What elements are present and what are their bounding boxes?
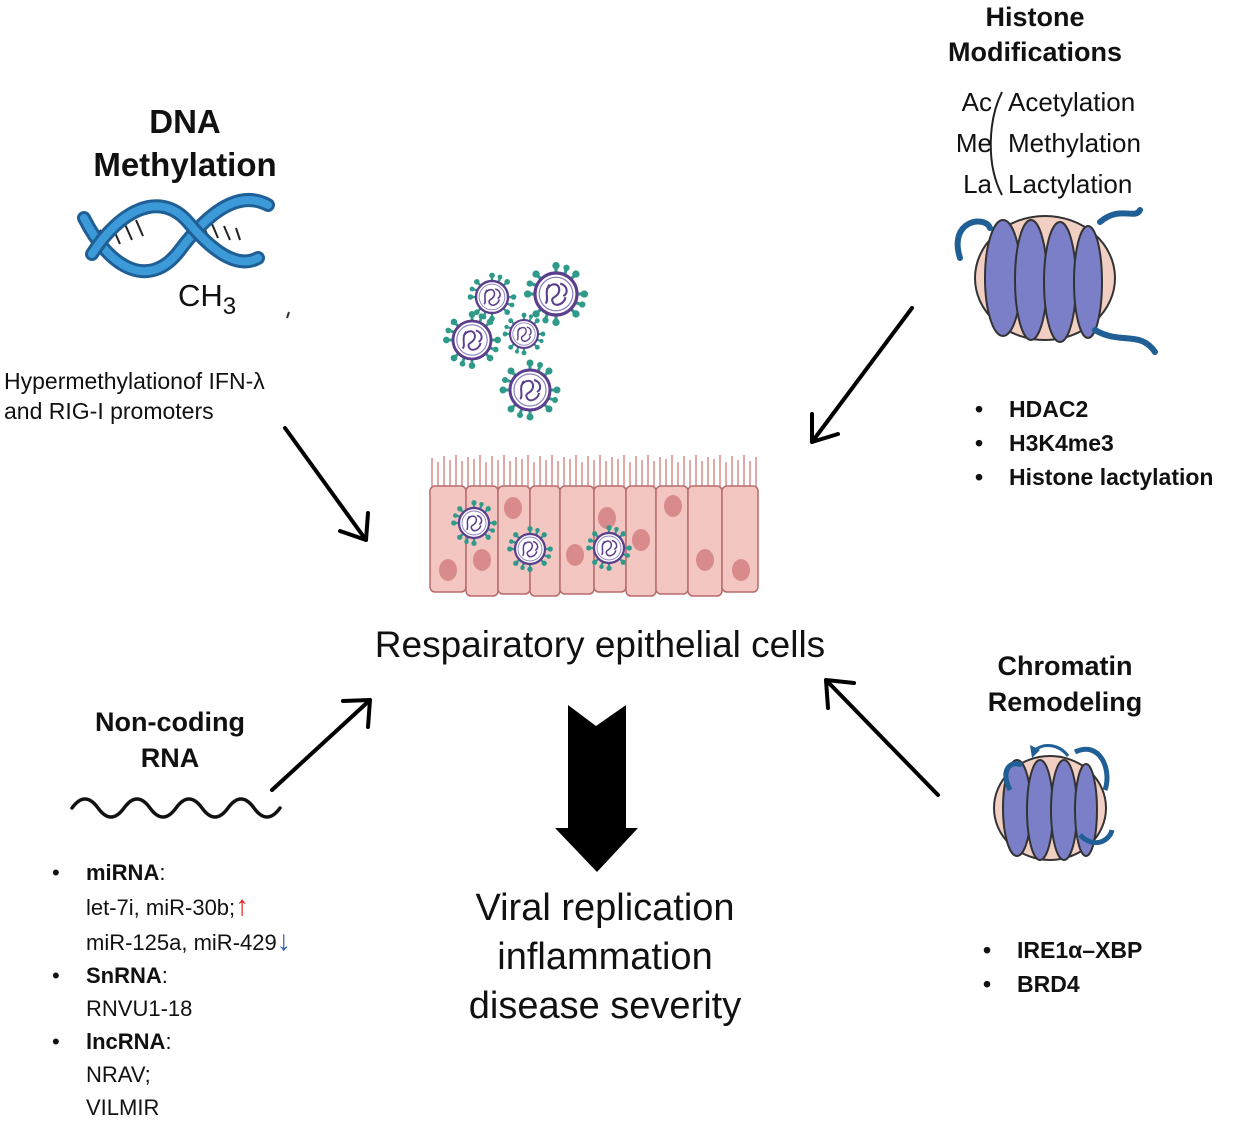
- ch3-text: CH: [178, 278, 223, 313]
- up-arrow-icon: ↑: [235, 890, 250, 921]
- histone-name-lactylation: Lactylation: [1008, 169, 1133, 199]
- histone-bullet-item: Histone lactylation: [975, 460, 1253, 494]
- tick-mark: [286, 311, 290, 319]
- mirna-line1: let-7i, miR-30b;↑: [52, 889, 392, 924]
- chromatin-bullet-item: IRE1α–XBP: [983, 933, 1233, 967]
- histone-title-line2: Modifications: [948, 37, 1122, 67]
- dna-desc-line2: and RIG-I promoters: [4, 398, 214, 424]
- histone-abbr-ac: Ac: [961, 87, 992, 117]
- histone-bracket: [989, 91, 1003, 196]
- mirna-label: miRNA: [86, 860, 160, 885]
- dna-title-line1: DNA: [149, 103, 221, 140]
- big-down-arrow: [555, 705, 638, 872]
- lncrna-line1: NRAV;: [86, 1062, 151, 1087]
- lncrna-label: lncRNA: [86, 1029, 166, 1054]
- mirna-line2: miR-125a, miR-429↓: [52, 924, 392, 959]
- histone-bullet-item: HDAC2: [975, 392, 1253, 426]
- histone-name-methylation: Methylation: [1008, 128, 1141, 158]
- chromatin-bullet-item: BRD4: [983, 967, 1233, 1001]
- rna-wave-icon: [70, 797, 282, 819]
- chromatin-title-line2: Remodeling: [987, 687, 1143, 717]
- histone-bullet-list: HDAC2 H3K4me3 Histone lactylation: [975, 392, 1253, 494]
- chromatin-title-line1: Chromatin: [997, 651, 1133, 681]
- dna-desc-line1: Hypermethylationof IFN-λ: [4, 368, 265, 394]
- snrna-item: • SnRNA:: [52, 959, 392, 992]
- ch3-label: CH3: [178, 278, 236, 325]
- chromatin-nucleosome-icon: [993, 743, 1115, 861]
- bullet-dot: •: [52, 860, 60, 885]
- histone-abbr-la: La: [963, 169, 992, 199]
- mirna-up-list: let-7i, miR-30b;: [86, 895, 236, 920]
- arrow-ncrna-to-cells: [270, 698, 372, 792]
- chromatin-remodeling-title: Chromatin Remodeling: [945, 648, 1185, 720]
- histone-abbr-me: Me: [955, 128, 992, 158]
- nucleosome-icon: [954, 207, 1158, 355]
- dna-helix-icon: [77, 193, 275, 279]
- mirna-item: • miRNA:: [52, 856, 392, 889]
- ncrna-title-line2: RNA: [140, 743, 200, 773]
- histone-title-line1: Histone: [985, 2, 1085, 32]
- dna-methylation-title: DNA Methylation: [60, 100, 310, 186]
- arrow-dna-to-cells: [283, 426, 370, 542]
- histone-modifications-title: Histone Modifications: [905, 0, 1165, 70]
- epithelial-cells-label: Respairatory epithelial cells: [374, 624, 826, 665]
- outcome-text: Viral replication inflammation disease s…: [405, 884, 805, 1031]
- chromatin-bullet-list: IRE1α–XBP BRD4: [983, 933, 1233, 1001]
- down-arrow-icon: ↓: [276, 925, 291, 956]
- dna-methylation-description: Hypermethylationof IFN-λ and RIG-I promo…: [4, 366, 334, 426]
- arrow-chromatin-to-cells: [824, 678, 940, 797]
- ncrna-list: • miRNA: let-7i, miR-30b;↑ miR-125a, miR…: [52, 856, 392, 1124]
- lncrna-item: • lncRNA:: [52, 1025, 392, 1058]
- outcome-line3: disease severity: [468, 985, 742, 1027]
- bullet-dot: •: [52, 1029, 60, 1054]
- dna-title-line2: Methylation: [93, 146, 277, 183]
- snrna-line1: RNVU1-18: [86, 996, 193, 1021]
- arrow-histone-to-cells: [810, 306, 914, 444]
- outcome-line2: inflammation: [497, 936, 713, 978]
- lncrna-line2: VILMIR: [86, 1095, 160, 1120]
- mirna-down-list: miR-125a, miR-429: [86, 930, 277, 955]
- histone-name-acetylation: Acetylation: [1008, 87, 1136, 117]
- outcome-line1: Viral replication: [475, 887, 735, 929]
- snrna-label: SnRNA: [86, 963, 162, 988]
- noncoding-rna-title: Non-coding RNA: [60, 704, 280, 776]
- histone-bullet-item: H3K4me3: [975, 426, 1253, 460]
- bullet-dot: •: [52, 963, 60, 988]
- ncrna-title-line1: Non-coding: [95, 707, 245, 737]
- ch3-subscript: 3: [222, 293, 237, 320]
